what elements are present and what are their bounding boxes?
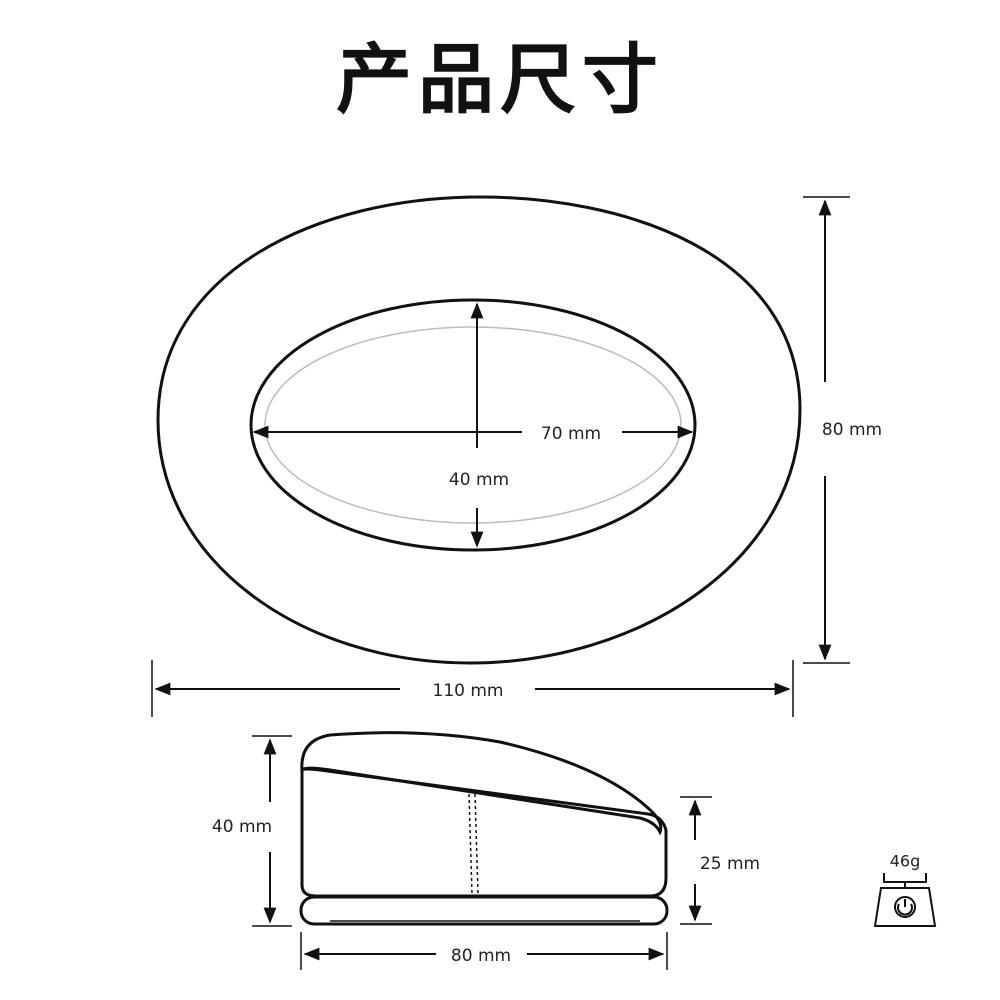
outer-height-label: 80 mm (822, 420, 882, 440)
base-height-label: 25 mm (700, 854, 760, 874)
page-title: 产品尺寸 (336, 35, 664, 124)
side-top-cushion (300, 731, 663, 836)
side-height-label: 40 mm (212, 817, 272, 837)
side-base-plate (299, 895, 669, 926)
outer-width-label: 110 mm (433, 681, 504, 701)
side-stitch-line-1 (468, 793, 473, 895)
scale-icon (873, 873, 937, 927)
outer-cushion-outline (156, 195, 802, 665)
side-body-outline (300, 767, 668, 898)
inner-opening-highlight (264, 326, 682, 524)
side-width-label: 80 mm (451, 946, 511, 966)
inner-height-label: 40 mm (449, 470, 509, 490)
weight-label: 46g (890, 852, 921, 871)
inner-width-label: 70 mm (541, 424, 601, 444)
side-stitch-line-2 (474, 793, 479, 895)
inner-opening-outline (249, 298, 697, 552)
